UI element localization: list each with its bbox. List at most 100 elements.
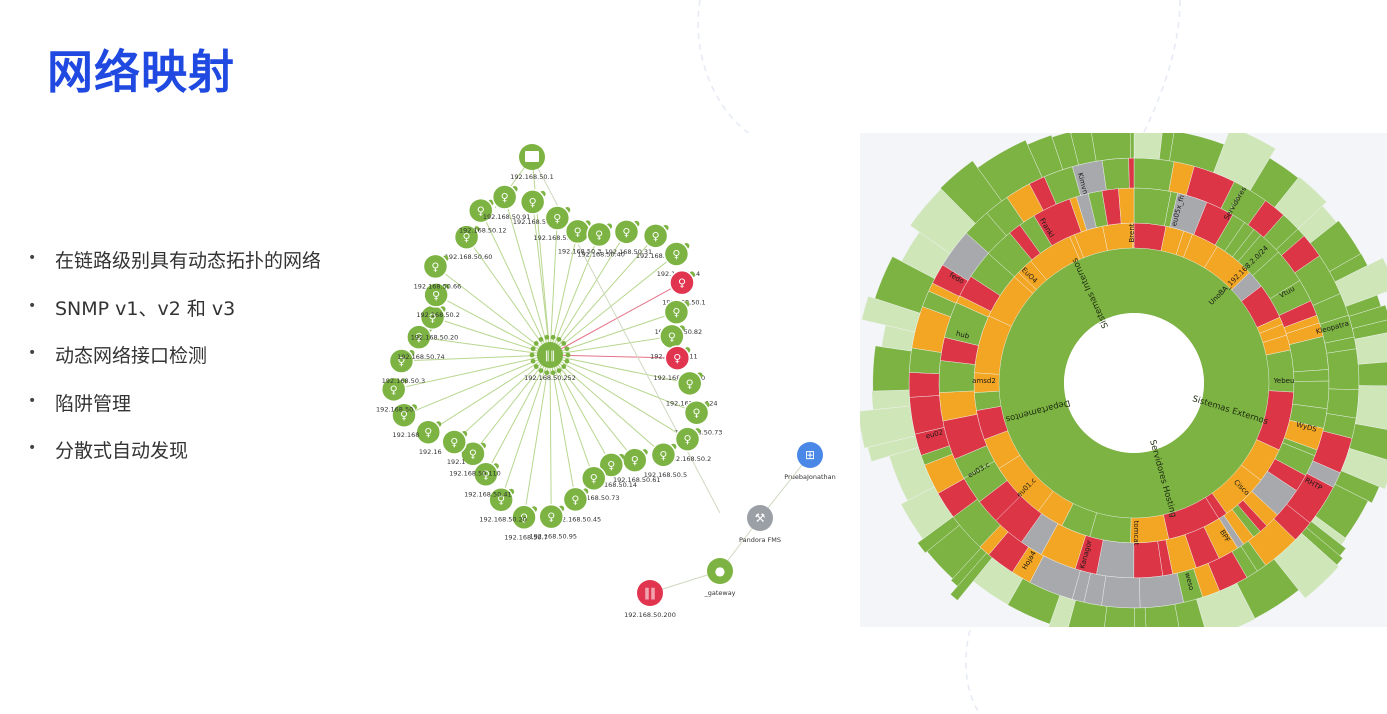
windows-icon: ⊞ xyxy=(805,448,815,462)
sunburst-segment[interactable] xyxy=(938,360,976,393)
sunburst-segment[interactable] xyxy=(1358,361,1387,387)
linux-icon: ♀ xyxy=(415,331,423,344)
sunburst-segment[interactable] xyxy=(1091,133,1131,162)
topology-node[interactable]: ♀192.168.50.31 xyxy=(605,219,653,256)
topology-node[interactable]: ⊞PruebaJonathan xyxy=(784,442,836,481)
topology-link xyxy=(549,354,576,500)
sunburst-segment[interactable] xyxy=(1134,607,1147,627)
node-label: 192.168.50.31 xyxy=(605,248,653,256)
network-topology-map[interactable]: ♀192.168.50.60♀192.168.50.12♀192.168.50.… xyxy=(320,133,846,633)
feature-item: •动态网络接口检测 xyxy=(28,341,359,389)
topology-node[interactable]: ♀192.168.50.2 xyxy=(668,426,711,463)
node-label: 192.168.50.9 xyxy=(513,218,556,226)
node-label: 192.168.50.40 xyxy=(577,250,625,258)
center-node[interactable]: ∥∥192.168.50.252 xyxy=(524,334,576,382)
linux-icon: ♀ xyxy=(529,196,537,209)
sunburst-segment[interactable] xyxy=(908,372,940,398)
node-circle xyxy=(674,426,701,452)
topology-node[interactable]: ● _gateway xyxy=(703,558,736,597)
sunburst-segment[interactable] xyxy=(1101,157,1130,191)
topology-node[interactable]: ♀192.168.50.20 xyxy=(479,486,527,524)
topology-node[interactable]: ♀192.168.50.41 xyxy=(464,461,512,498)
topology-link xyxy=(549,335,672,356)
node-circle xyxy=(391,402,417,428)
sunburst-segment[interactable] xyxy=(1355,385,1387,432)
sunburst-segment[interactable] xyxy=(1139,572,1184,609)
topology-node[interactable]: ♀192.168.50.45 xyxy=(554,486,602,523)
topology-link xyxy=(549,354,688,440)
topology-link xyxy=(549,234,600,356)
topology-node[interactable]: ♀192.168.50.8 xyxy=(636,223,679,260)
linux-icon: ♀ xyxy=(553,212,561,225)
topology-link xyxy=(549,354,595,479)
node-label: _gateway xyxy=(703,589,735,597)
feature-item: •在链路级别具有动态拓扑的网络映射 xyxy=(28,246,359,294)
topology-svg[interactable]: ♀192.168.50.60♀192.168.50.12♀192.168.50.… xyxy=(320,133,846,633)
sunburst-segment[interactable] xyxy=(1292,380,1330,409)
topology-node[interactable]: ♀192.168.50. xyxy=(376,376,415,413)
node-label: 192.168.50.14 xyxy=(590,481,638,489)
sunburst-segment[interactable] xyxy=(1326,348,1360,391)
sunburst-segment[interactable] xyxy=(1133,222,1167,251)
topology-node[interactable]: ♀192.168.50.110 xyxy=(449,440,501,478)
linux-icon: ♀ xyxy=(678,277,686,290)
sunburst-segment[interactable] xyxy=(872,345,912,392)
topology-node[interactable]: ♀192.16 xyxy=(415,419,442,456)
center-satellite xyxy=(550,334,556,340)
topology-node[interactable]: ♀192.168.50.61 xyxy=(613,447,661,484)
node-label: 192.168.50.73 xyxy=(572,494,620,502)
topology-node[interactable]: ♀192.168.50.91 xyxy=(483,184,531,221)
sunburst-segment[interactable] xyxy=(1265,349,1295,393)
sunburst-segment[interactable] xyxy=(1101,575,1141,609)
topology-node[interactable]: ∥∥192.168.50.200 xyxy=(624,580,676,619)
topology-node[interactable]: ♀192.168.50.60 xyxy=(445,224,493,261)
node-circle xyxy=(460,440,486,467)
topology-node[interactable]: ♀ 192.168.50.9 xyxy=(513,189,556,226)
linux-icon: ♀ xyxy=(672,248,680,261)
topology-node[interactable]: ♀192.168.50.12 xyxy=(459,197,507,235)
sunburst-segment[interactable] xyxy=(1133,541,1164,579)
sunburst-rings[interactable] xyxy=(860,133,1387,627)
node-circle xyxy=(380,376,407,403)
sunburst-segment[interactable] xyxy=(1326,388,1360,419)
topology-link xyxy=(523,354,551,518)
topology-node[interactable]: ⚒Pandora FMS xyxy=(739,505,781,544)
topology-node[interactable]: ♀192.168.50.111 xyxy=(533,205,585,242)
node-label: 192.168 xyxy=(393,431,420,439)
topology-extra-nodes[interactable]: ⊞PruebaJonathan⚒Pandora FMS ● _gateway ∥∥19… xyxy=(624,442,836,619)
bullet-dot-icon: • xyxy=(28,440,37,456)
topology-link xyxy=(401,354,551,362)
topology-node[interactable]: ♀192.168.50.74 xyxy=(397,324,445,361)
topology-node[interactable]: ♀192.168.50.95 xyxy=(529,503,577,541)
router-node[interactable]: 192.168.50.1 xyxy=(510,144,554,181)
topology-node[interactable]: ♀192.168.50.5 xyxy=(644,442,687,479)
sunburst-segment[interactable] xyxy=(1118,187,1135,224)
topology-node[interactable]: ♀192.168.50.2 xyxy=(416,282,460,319)
topology-nodes[interactable]: ♀192.168.50.60♀192.168.50.12♀192.168.50.… xyxy=(376,144,722,541)
topology-node[interactable]: ♀192.168.50.66 xyxy=(414,253,462,290)
sunburst-segment[interactable] xyxy=(1133,133,1163,160)
topology-node[interactable]: ♀192.168.50.3 xyxy=(558,218,601,255)
linux-icon: ♀ xyxy=(668,330,676,343)
topology-link xyxy=(435,265,551,356)
topology-node[interactable]: ♀192.168.50.3 xyxy=(382,348,425,385)
sunburst-segment[interactable] xyxy=(1133,157,1175,192)
linux-icon: ♀ xyxy=(595,228,603,241)
sunburst-hole xyxy=(1064,313,1204,453)
topology-link xyxy=(549,354,552,517)
sunburst-segment[interactable] xyxy=(1128,157,1135,189)
sunburst-segment[interactable] xyxy=(1130,133,1135,159)
center-satellite xyxy=(556,368,562,373)
node-circle xyxy=(491,184,518,210)
node-circle xyxy=(537,342,563,368)
topology-node[interactable]: ♀ 192.168.50.40 xyxy=(577,221,625,258)
topology-link xyxy=(549,354,612,466)
topology-node[interactable]: ♀192.168.50.7 xyxy=(504,504,548,541)
topology-node[interactable]: ♀192.1 xyxy=(441,429,468,466)
topology-node[interactable]: ♀192.168.50.73 xyxy=(572,465,620,502)
topology-node[interactable]: ♀192.168 xyxy=(391,402,420,439)
sunburst-inner-ring[interactable] xyxy=(999,247,1269,518)
apple-icon: ● xyxy=(715,564,725,578)
